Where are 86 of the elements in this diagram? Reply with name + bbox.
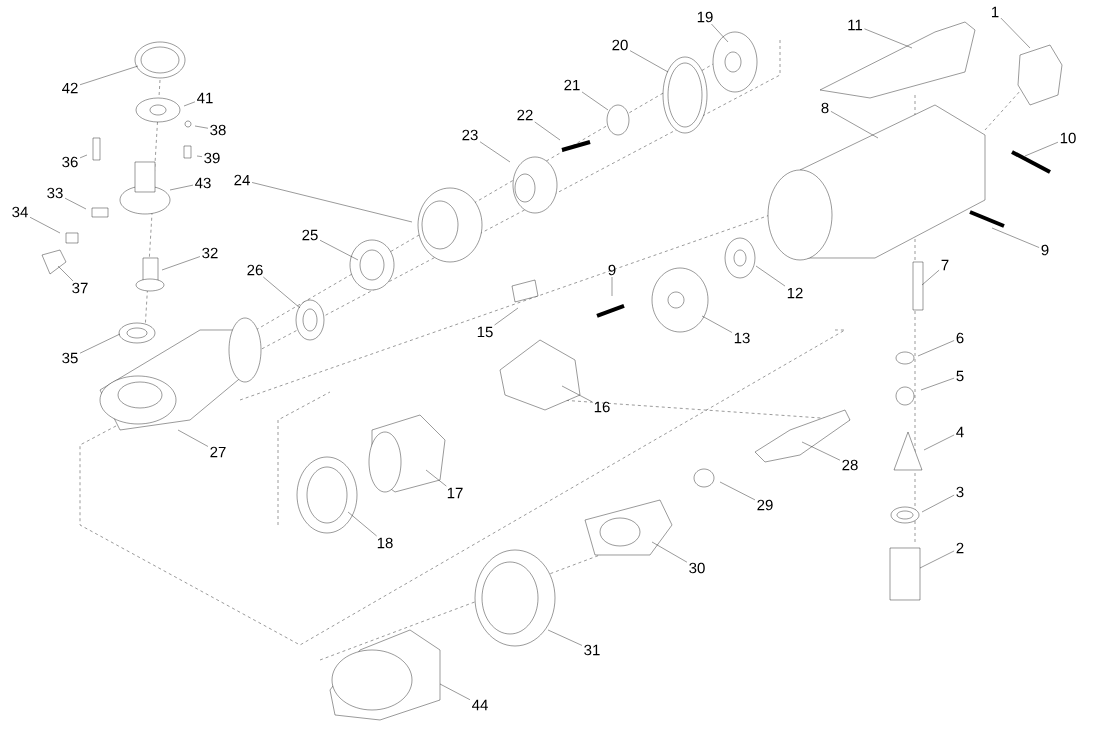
leader-line: [919, 550, 955, 569]
callout-number: 37: [72, 282, 88, 294]
leader-line: [921, 269, 940, 286]
leader-line: [494, 307, 519, 326]
leader-line: [547, 629, 583, 646]
callout-number: 33: [47, 187, 63, 199]
callout-number: 34: [12, 206, 28, 218]
leader-line: [263, 276, 301, 309]
callout-number: 6: [956, 332, 964, 344]
callout-number: 42: [62, 82, 78, 94]
leader-line: [29, 217, 61, 234]
leader-line: [864, 28, 913, 49]
callout-number: 35: [62, 352, 78, 364]
leader-line: [425, 469, 447, 487]
callout-number: 22: [517, 109, 533, 121]
leader-line: [57, 265, 74, 282]
callout-number: 1: [992, 6, 999, 18]
callout-number: 32: [202, 247, 218, 259]
leader-line: [169, 184, 194, 191]
callout-number: 7: [941, 259, 949, 271]
callout-number: 27: [210, 446, 226, 458]
leader-line: [183, 101, 196, 107]
leader-line: [1024, 142, 1059, 157]
leader-line: [711, 23, 729, 43]
leader-line: [251, 182, 413, 223]
leader-line: [755, 265, 786, 287]
callout-number: 39: [204, 152, 220, 164]
leader-line: [79, 154, 88, 159]
callout-number: 16: [594, 401, 610, 413]
callout-number: 29: [757, 499, 773, 511]
leader-line: [921, 494, 955, 513]
leader-line: [439, 683, 471, 700]
leader-line: [534, 121, 561, 141]
leader-line: [196, 155, 203, 157]
leader-line: [629, 50, 669, 73]
callout-number: 18: [377, 537, 393, 549]
leader-line: [319, 240, 359, 261]
leader-line: [64, 198, 87, 210]
callout-number: 21: [564, 79, 580, 91]
callout-number: 2: [956, 542, 964, 554]
callout-number: 17: [447, 487, 463, 499]
leader-line: [611, 276, 613, 297]
callout-number: 11: [848, 19, 863, 31]
leader-line: [917, 340, 955, 357]
leader-line: [561, 385, 593, 402]
callout-number: 8: [821, 102, 829, 114]
callout-number: 24: [234, 174, 250, 186]
leader-line: [651, 541, 688, 563]
callout-number: 20: [612, 39, 628, 51]
leader-line: [1000, 17, 1031, 49]
callout-number: 9: [1041, 244, 1049, 256]
callout-number: 12: [787, 287, 803, 299]
callout-number: 15: [477, 326, 493, 338]
callout-number: 3: [956, 486, 964, 498]
callout-number: 30: [689, 562, 705, 574]
callout-number: 44: [472, 699, 488, 711]
callout-number: 9: [608, 264, 616, 276]
leader-line: [194, 125, 209, 129]
leader-line: [830, 111, 879, 139]
leader-line: [920, 377, 955, 391]
callout-number: 38: [210, 124, 226, 136]
callout-number: 19: [697, 11, 713, 23]
callout-number: 5: [956, 370, 964, 382]
callout-number: 13: [734, 332, 750, 344]
callout-number: 10: [1060, 132, 1076, 144]
leader-line: [719, 481, 756, 501]
callout-number: 26: [247, 264, 263, 276]
leader-line: [79, 65, 139, 85]
callout-number: 23: [462, 129, 478, 141]
leader-line: [801, 441, 841, 461]
leader-line: [581, 91, 609, 111]
callout-number: 28: [842, 459, 858, 471]
leader-line: [79, 333, 121, 354]
callout-number: 36: [62, 156, 78, 168]
callout-number: 4: [956, 426, 964, 438]
callout-number: 41: [197, 92, 213, 104]
leader-line: [347, 511, 377, 537]
leader-line: [923, 434, 955, 451]
callout-number: 25: [302, 229, 318, 241]
callout-number: 43: [195, 177, 211, 189]
callout-number: 31: [584, 644, 600, 656]
leader-line: [701, 315, 733, 333]
leader-line: [479, 141, 511, 163]
leader-line: [161, 256, 201, 271]
leader-line: [177, 429, 209, 447]
leader-line: [991, 227, 1040, 248]
